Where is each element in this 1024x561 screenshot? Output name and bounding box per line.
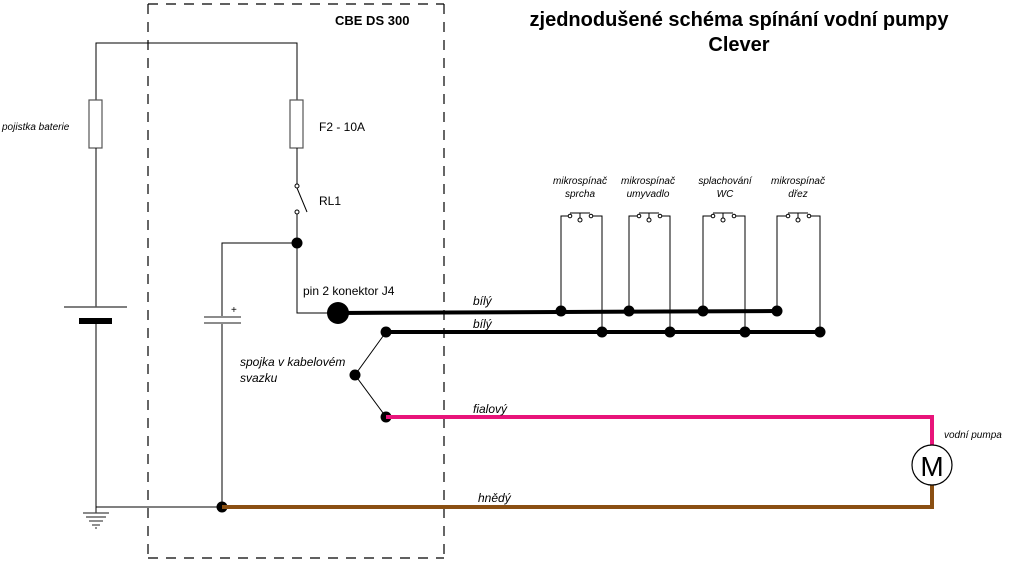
switch-wire-left: [702, 215, 711, 311]
white-wire-2-label: bílý: [473, 317, 493, 331]
switch-label-line2: umyvadlo: [627, 189, 670, 200]
capacitor-feed-wire: [221, 242, 297, 316]
supply-wire-top: [95, 42, 298, 100]
switch-label-line1: mikrospínač: [621, 176, 675, 187]
violet-wire-label: fialový: [473, 402, 508, 416]
brown-wire-label: hnědý: [478, 491, 512, 505]
connector-label: pin 2 konektor J4: [303, 284, 395, 298]
battery-icon: [64, 306, 127, 324]
switch-label-line1: mikrospínač: [771, 176, 825, 187]
capacitor-polarity: +: [231, 305, 237, 316]
splice-label-line2: svazku: [240, 371, 278, 385]
switch-junction-lower: [664, 326, 676, 338]
pushbutton-switch-icon: [710, 212, 737, 223]
splice-junction-white: [380, 326, 392, 338]
microswitch-washbasin: mikrospínač umyvadlo: [621, 176, 676, 338]
battery-fuse-label: pojistka baterie: [1, 122, 70, 133]
switch-junction-upper: [771, 305, 783, 317]
switch-wire-left: [776, 215, 786, 311]
white-wire-1-label: bílý: [473, 294, 493, 308]
pump-label: vodní pumpa: [944, 430, 1002, 441]
pushbutton-switch-icon: [567, 212, 594, 223]
switch-junction-upper: [555, 305, 567, 317]
microswitch-wc-flush: splachování WC: [697, 176, 753, 338]
ground-icon: [83, 507, 109, 529]
switch-wire-right: [593, 215, 603, 332]
switch-label-line2: sprcha: [565, 189, 595, 200]
switch-wire-left: [560, 215, 568, 311]
connector-feed-wire: [296, 243, 338, 314]
switch-label-line2: dřez: [788, 189, 807, 200]
switch-junction-lower: [739, 326, 751, 338]
battery-fuse-symbol: [88, 99, 103, 149]
switch-junction-lower: [596, 326, 608, 338]
capacitor-icon: [204, 316, 241, 324]
switch-junction-upper: [623, 305, 635, 317]
relay-switch-icon: [294, 183, 308, 215]
violet-wire: [386, 415, 934, 448]
switch-junction-upper: [697, 305, 709, 317]
pushbutton-switch-icon: [785, 212, 812, 223]
switch-wire-right: [736, 215, 746, 332]
switch-wire-right: [811, 215, 821, 332]
fuse-f2-symbol: [289, 99, 304, 149]
switch-junction-lower: [814, 326, 826, 338]
switch-wire-right: [662, 215, 671, 332]
pushbutton-switch-icon: [636, 212, 663, 223]
diagram-title-line2: Clever: [708, 34, 769, 56]
microswitch-sink: mikrospínač dřez: [771, 176, 826, 338]
motor-symbol: M: [920, 451, 943, 482]
switch-wire-left: [628, 215, 637, 311]
diagram-title-line1: zjednodušené schéma spínání vodní pumpy: [530, 9, 950, 31]
brown-wire: [222, 482, 934, 509]
unit-label: CBE DS 300: [335, 13, 409, 28]
cbe-unit-boundary: [147, 3, 445, 559]
switch-label-line1: splachování: [698, 176, 753, 187]
switch-label-line1: mikrospínač: [553, 176, 607, 187]
splice-junction-center: [349, 369, 361, 381]
microswitch-shower: mikrospínač sprcha: [553, 176, 608, 338]
switch-label-line2: WC: [717, 189, 734, 200]
fuse-f2-label: F2 - 10A: [319, 120, 365, 134]
relay-label: RL1: [319, 194, 341, 208]
splice-label-line1: spojka v kabelovém: [240, 355, 345, 369]
motor-icon: [911, 444, 953, 486]
